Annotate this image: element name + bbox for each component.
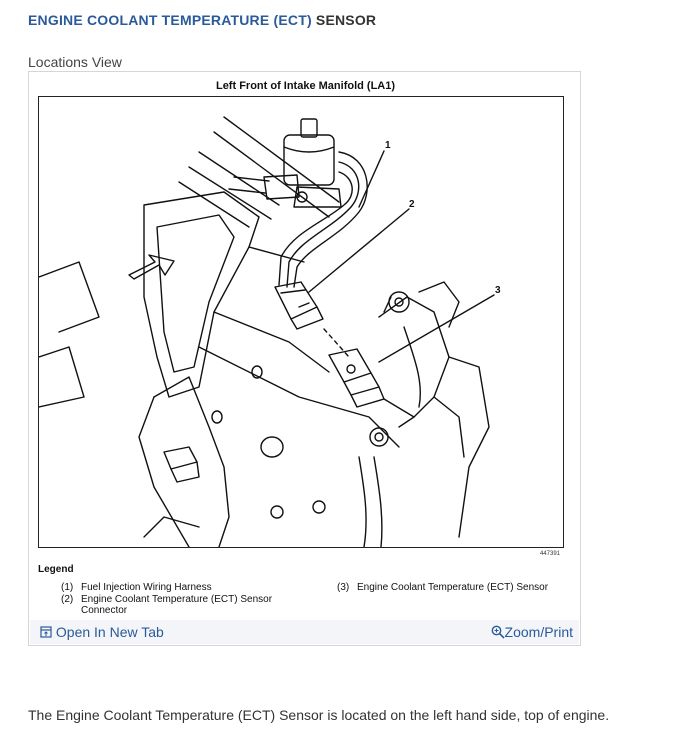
legend-item: (3) Engine Coolant Temperature (ECT) Sens… (337, 582, 548, 593)
diagram-card: Left Front of Intake Manifold (LA1) (28, 71, 581, 646)
figure-id: 447391 (539, 551, 560, 557)
legend-item: (2) Engine Coolant Temperature (ECT) Sens… (61, 594, 272, 605)
diagram-frame: 1 2 3 (38, 96, 564, 548)
legend-item-number: (1) (61, 582, 74, 593)
zoom-print-label: Zoom/Print (504, 624, 573, 640)
open-in-new-tab-icon (40, 625, 52, 641)
view-label: Locations View (28, 54, 122, 70)
open-in-new-tab-link[interactable]: Open In New Tab (40, 624, 164, 641)
page-title-highlight: ENGINE COOLANT TEMPERATURE (ECT) (28, 12, 312, 28)
legend-item-text: Connector (81, 605, 128, 616)
diagram-title: Left Front of Intake Manifold (LA1) (215, 80, 396, 92)
open-in-new-tab-label: Open In New Tab (55, 624, 164, 640)
zoom-in-icon (491, 625, 505, 642)
callout-label-2: 2 (409, 199, 415, 210)
legend-item: Connector (61, 605, 127, 616)
callout-label-3: 3 (495, 285, 501, 296)
legend-item-text: Fuel Injection Wiring Harness (81, 582, 212, 593)
page-title-rest: SENSOR (311, 12, 377, 28)
legend-item-text: Engine Coolant Temperature (ECT) Sensor (357, 582, 549, 593)
legend-item-number: (3) (337, 582, 350, 593)
legend-item-number: (2) (61, 594, 74, 605)
legend-title: Legend (38, 564, 74, 575)
engine-diagram: 1 2 3 (38, 116, 501, 548)
card-footer: Open In New Tab Zoom/Print (30, 620, 579, 644)
callout-label-1: 1 (385, 140, 391, 151)
legend-item-text: Engine Coolant Temperature (ECT) Sensor (81, 594, 273, 605)
description-text: The Engine Coolant Temperature (ECT) Sen… (28, 707, 610, 723)
page-title: ENGINE COOLANT TEMPERATURE (ECT) SENSOR (28, 12, 376, 28)
legend-item: (1) Fuel Injection Wiring Harness (61, 582, 212, 593)
zoom-print-link[interactable]: Zoom/Print (491, 624, 573, 642)
